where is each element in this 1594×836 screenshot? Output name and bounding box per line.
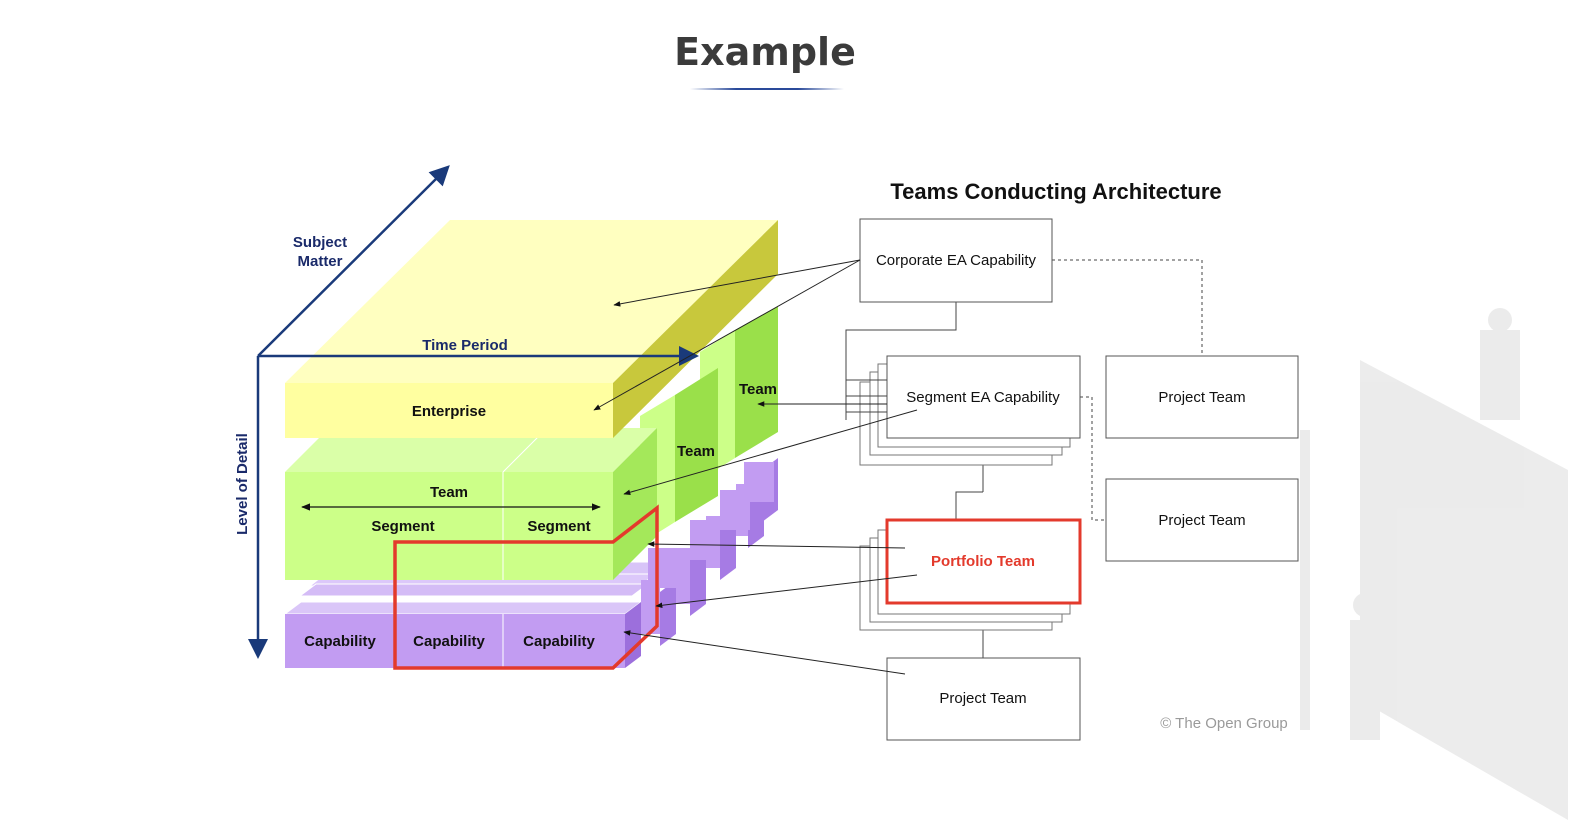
portfolio-team-label: Portfolio Team [931, 553, 1035, 570]
subject-axis-label-line1: Subject [293, 234, 347, 251]
time-axis-label: Time Period [422, 337, 508, 354]
project-team-box-3 [886, 657, 1081, 741]
background-illustration [1300, 308, 1568, 820]
title-underline [690, 88, 844, 90]
subject-axis-label-line2: Matter [297, 253, 342, 270]
team-label-back: Team [739, 381, 777, 398]
corporate-ea-box [859, 218, 1053, 303]
team-label-front: Team [430, 484, 468, 501]
segment-ea-box [886, 355, 1081, 439]
corporate-ea-label: Corporate EA Capability [876, 252, 1037, 269]
segment-label-2: Segment [527, 518, 590, 535]
portfolio-team-box [885, 518, 1082, 605]
project-team-box-1 [1105, 355, 1299, 439]
copyright-text: © The Open Group [1160, 715, 1288, 732]
axes: Subject Matter Time Period Level of Deta… [234, 165, 699, 659]
project-team-label-3: Project Team [939, 690, 1026, 707]
project-team-label-1: Project Team [1158, 389, 1245, 406]
detail-axis-label: Level of Detail [234, 433, 251, 535]
team-label-middle: Team [677, 443, 715, 460]
teams-heading: Teams Conducting Architecture [890, 179, 1221, 204]
page-title: Example [674, 30, 856, 74]
segment-layer: Team Segment Segment Team Team [285, 306, 778, 580]
project-team-box-2 [1105, 478, 1299, 562]
portfolio-highlight-outline [393, 504, 659, 670]
segment-ea-label: Segment EA Capability [906, 389, 1060, 406]
mapping-arrows [593, 259, 918, 675]
project-team-label-2: Project Team [1158, 512, 1245, 529]
capability-label-1: Capability [304, 633, 376, 650]
segment-label-1: Segment [371, 518, 434, 535]
enterprise-layer: Enterprise [285, 220, 778, 438]
enterprise-label: Enterprise [412, 403, 486, 420]
capability-label-2: Capability [413, 633, 485, 650]
capability-label-3: Capability [523, 633, 595, 650]
org-chart: Corporate EA Capability Segment EA Capab… [845, 218, 1299, 741]
